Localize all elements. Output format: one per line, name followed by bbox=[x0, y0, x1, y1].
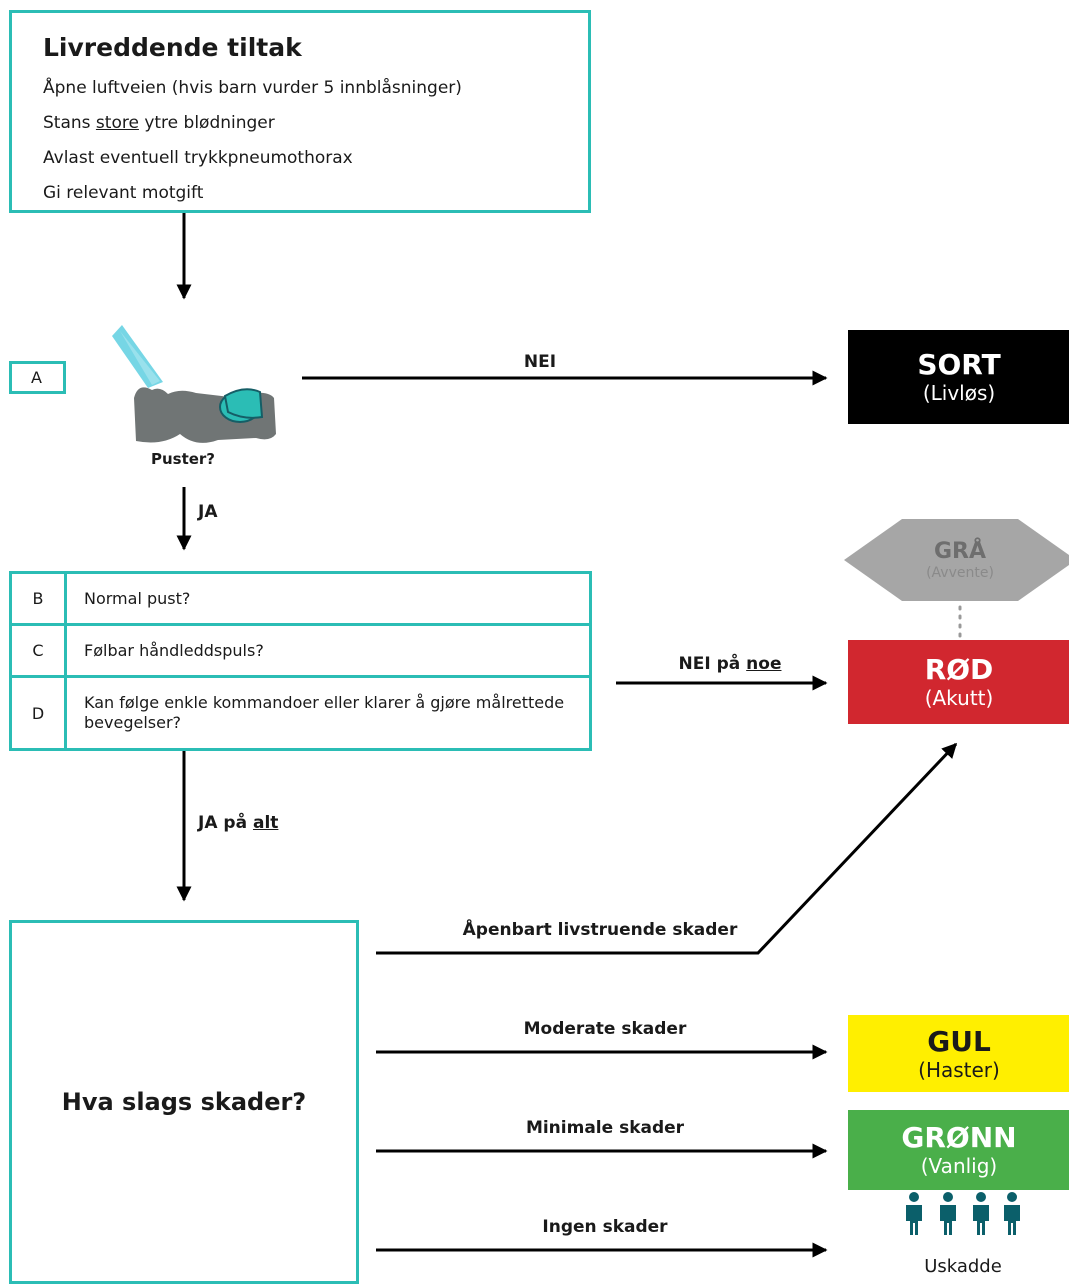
breathing-head-icon bbox=[112, 325, 276, 443]
category-subtitle: (Vanlig) bbox=[920, 1154, 998, 1178]
injury-question-box: Hva slags skader? bbox=[9, 920, 359, 1284]
breathing-question: Puster? bbox=[150, 450, 216, 468]
people-icon bbox=[906, 1192, 1020, 1235]
lifesaving-item: Stans store ytre blødninger bbox=[43, 113, 275, 133]
category-uninjured-label: Uskadde bbox=[924, 1256, 1002, 1277]
bcd-letter: D bbox=[12, 678, 67, 748]
label-yes-all: JA på alt bbox=[198, 813, 279, 833]
injury-question: Hva slags skader? bbox=[61, 1088, 307, 1116]
bcd-letter: B bbox=[12, 574, 67, 623]
step-a-label: A bbox=[9, 361, 66, 394]
category-title: GUL bbox=[927, 1024, 991, 1058]
arrow-lifethreatening-to-red bbox=[376, 742, 958, 955]
category-subtitle: (Haster) bbox=[918, 1057, 1000, 1082]
category-black: SORT (Livløs) bbox=[848, 330, 1069, 424]
bcd-row-d: D Kan følge enkle kommandoer eller klare… bbox=[12, 678, 589, 748]
bcd-assessment-table: B Normal pust? C Følbar håndleddspuls? D… bbox=[9, 571, 592, 751]
bcd-row-b: B Normal pust? bbox=[12, 574, 589, 626]
lifesaving-title: Livreddende tiltak bbox=[43, 33, 302, 62]
category-subtitle: (Akutt) bbox=[924, 686, 994, 710]
bcd-row-c: C Følbar håndleddspuls? bbox=[12, 626, 589, 678]
label-moderate: Moderate skader bbox=[523, 1019, 687, 1039]
bcd-question: Kan følge enkle kommandoer eller klarer … bbox=[84, 693, 565, 732]
category-title: GRÅ bbox=[933, 539, 987, 564]
grey-category-shape bbox=[844, 519, 1069, 601]
label-no: NEI bbox=[523, 352, 557, 372]
category-grey: GRÅ (Avvente) bbox=[880, 533, 1040, 589]
category-subtitle: (Livløs) bbox=[922, 381, 996, 405]
lifesaving-item: Åpne luftveien (hvis barn vurder 5 innbl… bbox=[43, 78, 462, 98]
label-life-threatening: Åpenbart livstruende skader bbox=[462, 920, 738, 940]
label-yes: JA bbox=[198, 502, 218, 522]
category-green: GRØNN (Vanlig) bbox=[848, 1110, 1069, 1190]
bcd-letter: C bbox=[12, 626, 67, 675]
label-none: Ingen skader bbox=[542, 1217, 668, 1237]
lifesaving-item: Avlast eventuell trykkpneumothorax bbox=[43, 148, 353, 168]
lifesaving-measures-box: Livreddende tiltak Åpne luftveien (hvis … bbox=[9, 10, 591, 213]
bcd-question: Følbar håndleddspuls? bbox=[84, 640, 264, 660]
category-title: RØD bbox=[924, 653, 994, 686]
bcd-question: Normal pust? bbox=[84, 588, 191, 608]
label-minimal: Minimale skader bbox=[525, 1118, 685, 1138]
category-subtitle: (Avvente) bbox=[926, 565, 994, 581]
lifesaving-item: Gi relevant motgift bbox=[43, 183, 204, 203]
category-yellow: GUL (Haster) bbox=[848, 1015, 1069, 1092]
category-title: SORT bbox=[917, 348, 1001, 381]
category-red: RØD (Akutt) bbox=[848, 640, 1069, 724]
label-no-any: NEI på noe bbox=[678, 654, 782, 674]
category-title: GRØNN bbox=[901, 1121, 1017, 1154]
